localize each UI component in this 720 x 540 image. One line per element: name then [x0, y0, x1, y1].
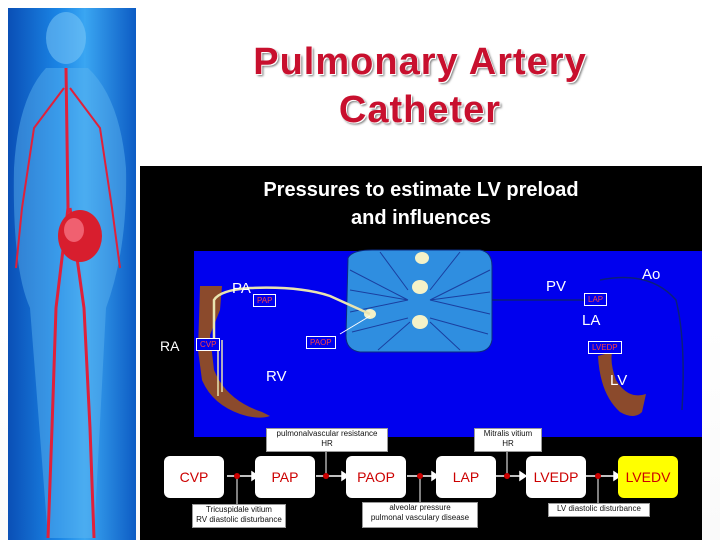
note-mitralis-vitium-line-1: Mitralis vitium — [483, 429, 533, 438]
note-mitralis-vitium: Mitralis vitium HR — [474, 428, 542, 452]
tag-pap: PAP — [253, 294, 277, 307]
flow-box-pap: PAP — [255, 456, 315, 498]
flow-box-lvedp: LVEDP — [526, 456, 586, 498]
anatomy-illustration — [8, 8, 136, 540]
note-mitralis-vitium-line-2: HR — [502, 439, 514, 448]
right-heart — [198, 286, 270, 418]
aorta — [599, 276, 684, 411]
flow-box-lap: LAP — [436, 456, 496, 498]
tag-lap: LAP — [584, 293, 608, 306]
note-tricuspidale-vitium-line-1: Tricuspidale vitium — [206, 505, 272, 514]
label-rv: RV — [266, 368, 287, 385]
note-alveolar-pressure-line-2: pulmonal vasculary disease — [370, 513, 470, 522]
flow-box-cvp: CVP — [164, 456, 224, 498]
flow-box-paop: PAOP — [346, 456, 406, 498]
note-tricuspidale-vitium-line-2: RV diastolic disturbance — [196, 515, 282, 524]
note-pulmonary-resistance: pulmonalvascular resistance HR — [266, 428, 388, 452]
title-line-1: Pulmonary Artery — [253, 41, 587, 83]
slide-title: Pulmonary Artery Catheter — [200, 38, 640, 134]
note-pulmonary-resistance-line-2: HR — [321, 439, 333, 448]
label-pv: PV — [546, 278, 567, 295]
note-alveolar-pressure-line-1: alveolar pressure — [389, 503, 451, 512]
note-pulmonary-resistance-line-1: pulmonalvascular resistance — [276, 429, 378, 438]
left-heart — [598, 352, 646, 416]
tag-cvp: CVP — [196, 338, 221, 351]
flow-box-lvedv: LVEDV — [618, 456, 678, 498]
body-figure-icon — [13, 12, 127, 539]
label-lv: LV — [610, 372, 628, 389]
note-lv-diastolic: LV diastolic disturbance — [548, 503, 650, 517]
influence-dots — [234, 473, 601, 479]
pulmonary-nodes — [364, 252, 429, 329]
title-line-2: Catheter — [338, 89, 502, 131]
note-tricuspidale-vitium: Tricuspidale vitium RV diastolic disturb… — [192, 504, 286, 528]
label-ra: RA — [160, 338, 180, 354]
lungs-shape — [345, 249, 493, 353]
label-pa: PA — [232, 280, 251, 297]
panel-heading-line-1: Pressures to estimate LV preload — [263, 179, 579, 201]
label-la: LA — [582, 312, 601, 329]
label-ao: Ao — [642, 266, 661, 283]
tag-paop: PAOP — [306, 336, 336, 349]
catheter-line — [212, 286, 371, 340]
tag-lvedp: LVEDP — [588, 341, 622, 354]
panel-heading-line-2: and influences — [350, 207, 492, 229]
panel-heading: Pressures to estimate LV preload and inf… — [140, 176, 702, 232]
lung-vessels — [349, 251, 491, 351]
note-alveolar-pressure: alveolar pressure pulmonal vasculary dis… — [362, 502, 478, 528]
